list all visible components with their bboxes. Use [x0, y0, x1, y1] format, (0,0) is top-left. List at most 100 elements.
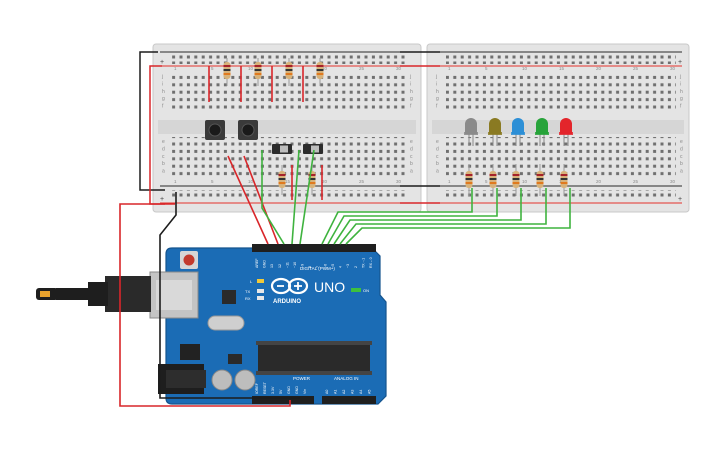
power-rail-top[interactable] — [446, 55, 676, 64]
l-led — [257, 279, 264, 283]
digital-pin-label: RX←0 — [369, 257, 373, 268]
wire-gnd-to-arduino[interactable] — [159, 192, 300, 399]
led-group[interactable] — [464, 118, 573, 146]
top-red-wires[interactable] — [208, 66, 304, 102]
column-number: 30 — [670, 179, 676, 184]
power-pin-label: 3.3V — [271, 386, 275, 394]
wire-switch-to-pin[interactable] — [261, 150, 285, 245]
column-number: 30 — [670, 66, 676, 71]
wire-switch-to-pin[interactable] — [299, 149, 315, 245]
atmega-chip — [258, 344, 370, 372]
row-label: d — [162, 146, 165, 152]
wire-button-to-pin[interactable] — [243, 155, 279, 245]
pushbutton[interactable] — [238, 120, 258, 140]
resistor[interactable] — [465, 164, 473, 196]
rail-plus-sign: + — [678, 196, 682, 203]
arduino-logo-icon — [270, 277, 309, 295]
digital-pin-label: ~6 — [323, 264, 327, 268]
rail-jumper-gnd[interactable] — [139, 51, 165, 191]
digital-header[interactable] — [252, 244, 376, 252]
led-resistor-group[interactable] — [465, 164, 568, 196]
column-number: 15 — [285, 179, 291, 184]
terminal-strip-top[interactable] — [446, 72, 676, 112]
column-number: 25 — [359, 179, 365, 184]
digital-pin-label: ~9 — [301, 264, 305, 268]
slide-switch[interactable] — [303, 144, 323, 154]
resistor[interactable] — [489, 164, 497, 196]
usb-chip — [222, 290, 236, 304]
column-number: 30 — [396, 66, 402, 71]
column-number: 20 — [322, 66, 328, 71]
column-number: 30 — [396, 179, 402, 184]
digital-pin-label: 8 — [308, 266, 312, 268]
led-signal-wires[interactable] — [321, 188, 571, 245]
resistor[interactable] — [536, 164, 544, 196]
digital-pin-label: 7 — [316, 266, 320, 268]
row-label: a — [410, 169, 413, 175]
power-pin-label: GND — [295, 386, 299, 394]
wire-5v-to-arduino[interactable] — [119, 203, 291, 407]
on-led — [351, 288, 361, 292]
row-label: c — [436, 154, 439, 160]
row-label: g — [680, 96, 683, 102]
analog-pin-label: A2 — [342, 390, 346, 394]
reset-button[interactable] — [183, 254, 195, 266]
led[interactable] — [511, 118, 525, 146]
power-rail-bottom[interactable] — [172, 190, 408, 199]
column-number: 5 — [211, 66, 214, 71]
resistor[interactable] — [512, 164, 520, 196]
resistor[interactable] — [316, 58, 324, 86]
wire-button-to-pin[interactable] — [227, 155, 269, 245]
power-rail-top[interactable] — [172, 55, 408, 64]
capacitor — [211, 369, 233, 391]
digital-pin-label: AREF — [255, 258, 259, 268]
pushbutton[interactable] — [205, 120, 225, 140]
resistor[interactable] — [254, 58, 262, 86]
row-label: d — [410, 146, 413, 152]
resistor-group-top[interactable] — [223, 58, 324, 86]
row-label: a — [680, 169, 683, 175]
row-label: j — [409, 74, 411, 80]
voltage-regulator — [180, 344, 200, 360]
column-number: 25 — [359, 66, 365, 71]
digital-label: DIGITAL (PWM~) — [300, 266, 335, 271]
digital-pin-label: TX→1 — [361, 258, 365, 268]
resistor[interactable] — [278, 165, 286, 195]
wire-switch-to-pin[interactable] — [291, 149, 300, 245]
resistor[interactable] — [560, 164, 568, 196]
on-led-label: ON — [363, 288, 369, 293]
analog-pin-label: A3 — [351, 390, 355, 394]
digital-pin-label: GND — [263, 260, 267, 268]
tx-led — [257, 289, 264, 293]
row-label: j — [161, 74, 163, 80]
column-number: 10 — [522, 179, 528, 184]
row-label: g — [410, 96, 413, 102]
led[interactable] — [488, 118, 502, 146]
led[interactable] — [535, 118, 549, 146]
power-header[interactable] — [252, 396, 314, 404]
usb-cable[interactable] — [36, 276, 151, 312]
power-pin-label: RESET — [263, 381, 267, 394]
analog-header[interactable] — [322, 396, 376, 404]
row-label: b — [162, 161, 165, 167]
resistor[interactable] — [285, 58, 293, 86]
power-label: POWER — [293, 376, 311, 381]
column-number: 15 — [559, 66, 565, 71]
row-label: f — [410, 104, 412, 110]
column-number: 1 — [448, 179, 451, 184]
column-number: 10 — [248, 179, 254, 184]
led[interactable] — [464, 118, 478, 146]
power-rail-bottom[interactable] — [446, 190, 676, 199]
led[interactable] — [559, 118, 573, 146]
row-label: j — [679, 74, 681, 80]
terminal-strip-bottom[interactable] — [446, 137, 676, 177]
terminal-strip-bottom[interactable] — [172, 137, 408, 177]
power-pin-label: GND — [287, 386, 291, 394]
resistor[interactable] — [223, 58, 231, 86]
slide-switch[interactable] — [272, 144, 292, 154]
rx-led-label: RX — [245, 296, 251, 301]
